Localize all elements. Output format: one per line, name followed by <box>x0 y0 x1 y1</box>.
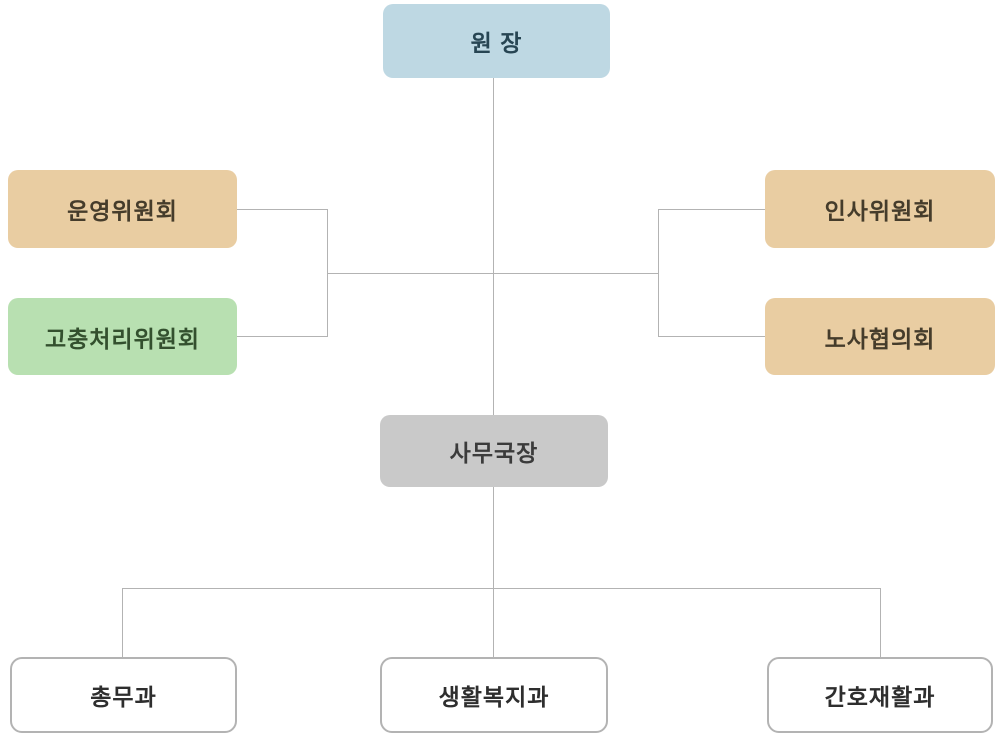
connector-secretary-down <box>493 487 494 588</box>
connector-right-bracket <box>658 209 659 337</box>
node-life-welfare-dept: 생활복지과 <box>380 657 608 733</box>
node-labor-management-council: 노사협의회 <box>765 298 995 375</box>
node-nursing-rehab-dept: 간호재활과 <box>767 657 993 733</box>
connector-drop-nursing-rehab <box>880 588 881 657</box>
node-secretary-general: 사무국장 <box>380 415 608 487</box>
connector-labor-branch <box>658 336 765 337</box>
connector-drop-life-welfare <box>493 588 494 657</box>
connector-bottom-rail <box>122 588 880 589</box>
node-grievance-committee: 고충처리위원회 <box>8 298 237 375</box>
node-general-affairs-dept: 총무과 <box>10 657 237 733</box>
node-director: 원 장 <box>383 4 610 78</box>
connector-operating-branch <box>237 209 327 210</box>
connector-grievance-branch <box>237 336 327 337</box>
connector-director-to-secretary <box>493 78 494 415</box>
connector-middle-crossbar <box>327 273 658 274</box>
node-operating-committee: 운영위원회 <box>8 170 237 248</box>
connector-personnel-branch <box>658 209 765 210</box>
connector-drop-general-affairs <box>122 588 123 657</box>
node-personnel-committee: 인사위원회 <box>765 170 995 248</box>
